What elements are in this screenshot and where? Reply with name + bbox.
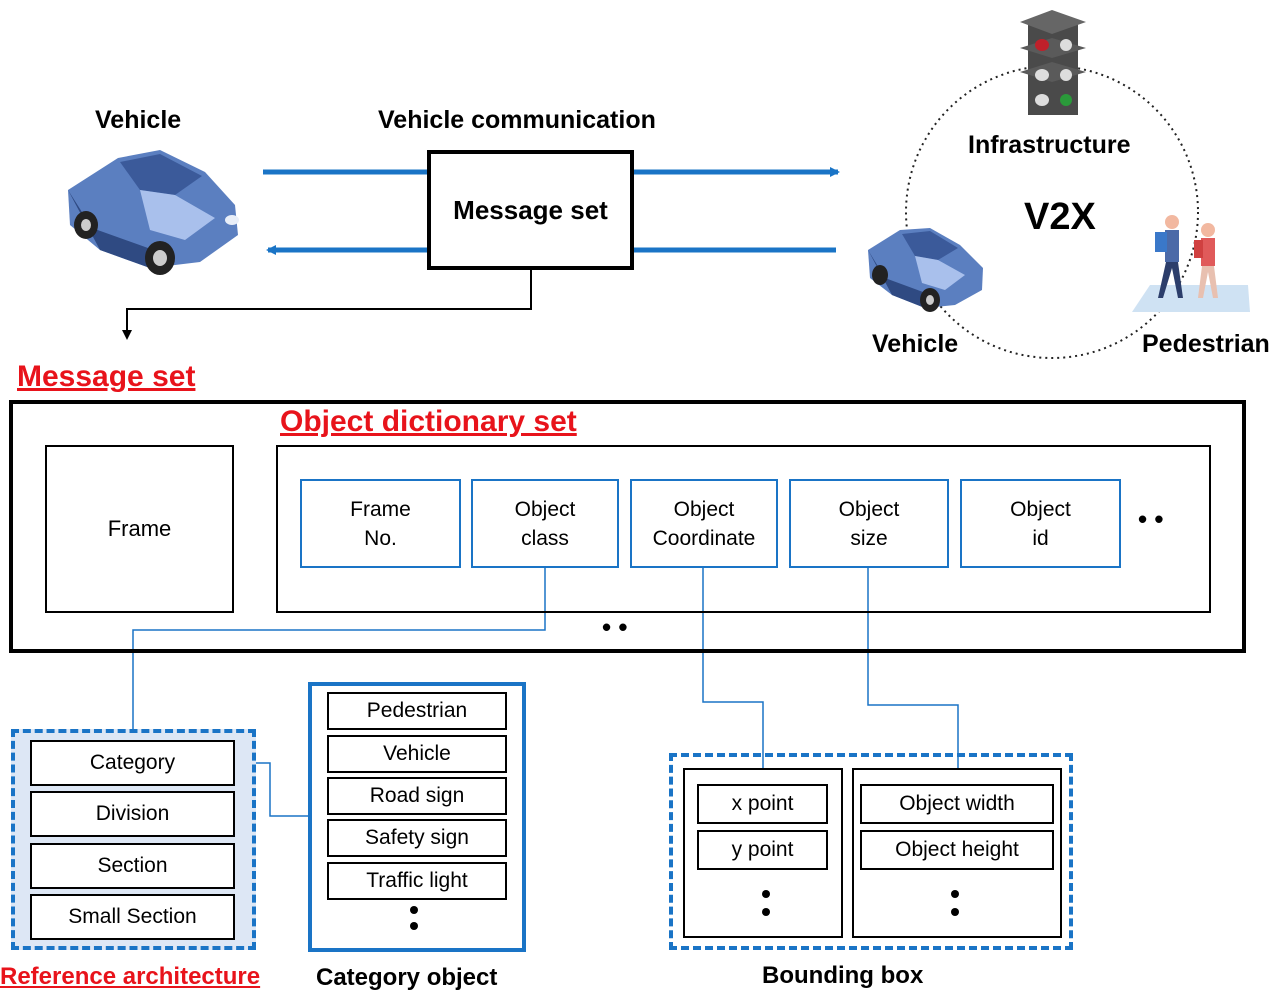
infrastructure-label: Infrastructure <box>968 131 1131 159</box>
message-set-box: Message set <box>427 150 634 270</box>
category-item-traffic-light: Traffic light <box>327 862 507 900</box>
bbox-object-height: Object height <box>860 830 1054 870</box>
message-set-box-label: Message set <box>453 194 608 225</box>
field-object-class: Object class <box>471 479 619 568</box>
category-item-road-sign: Road sign <box>327 777 507 815</box>
connector-class-to-reference <box>132 568 546 740</box>
more-rows-ellipsis: • • <box>602 612 628 642</box>
bbox-x-point: x point <box>697 784 828 824</box>
vehicle-left-label: Vehicle <box>95 106 182 134</box>
object-dictionary-box <box>276 445 1211 613</box>
reference-architecture-title: Reference architecture <box>0 963 261 990</box>
traffic-light-icon <box>1020 10 1086 115</box>
field-object-coordinate: Object Coordinate <box>630 479 778 568</box>
vehicle-right-label: Vehicle <box>872 330 959 358</box>
pedestrian-icon <box>1132 215 1250 312</box>
connector-size-to-bounding <box>867 568 959 784</box>
bbox-points-more-icon <box>762 890 772 916</box>
field-frame-no: Frame No. <box>300 479 461 568</box>
message-set-title: Message set <box>17 360 196 393</box>
ref-item-small-section: Small Section <box>30 894 235 940</box>
bounding-box-title: Bounding box <box>762 962 924 989</box>
category-item-vehicle: Vehicle <box>327 735 507 773</box>
bbox-object-width: Object width <box>860 784 1054 824</box>
bounding-box-container <box>669 753 1073 950</box>
ref-item-category: Category <box>30 740 235 786</box>
vehicle-left-icon <box>68 150 239 275</box>
pedestrian-label: Pedestrian <box>1142 330 1270 358</box>
vehicle-right-icon <box>868 228 983 312</box>
frame-box: Frame <box>45 445 234 613</box>
bbox-y-point: y point <box>697 830 828 870</box>
v2x-label: V2X <box>1024 196 1096 238</box>
message-set-container <box>9 400 1246 653</box>
field-object-size: Object size <box>789 479 949 568</box>
connector-coordinate-to-bounding <box>702 568 764 784</box>
message-set-connector <box>122 270 532 340</box>
frame-label: Frame <box>107 516 172 541</box>
category-object-title: Category object <box>316 964 498 991</box>
v2x-circle <box>905 65 1199 359</box>
communication-label: Vehicle communication <box>378 106 656 134</box>
communication-arrows <box>263 167 840 255</box>
category-object-box <box>308 682 526 952</box>
category-more-icon <box>410 906 420 930</box>
more-fields-ellipsis: • • <box>1138 504 1164 534</box>
category-item-safety-sign: Safety sign <box>327 819 507 857</box>
object-dictionary-title: Object dictionary set <box>280 405 577 438</box>
bbox-size-more-icon <box>951 890 961 916</box>
ref-item-division: Division <box>30 791 235 837</box>
field-object-id: Object id <box>960 479 1121 568</box>
field-connectors <box>132 568 959 817</box>
category-item-pedestrian: Pedestrian <box>327 692 507 730</box>
ref-item-section: Section <box>30 843 235 889</box>
